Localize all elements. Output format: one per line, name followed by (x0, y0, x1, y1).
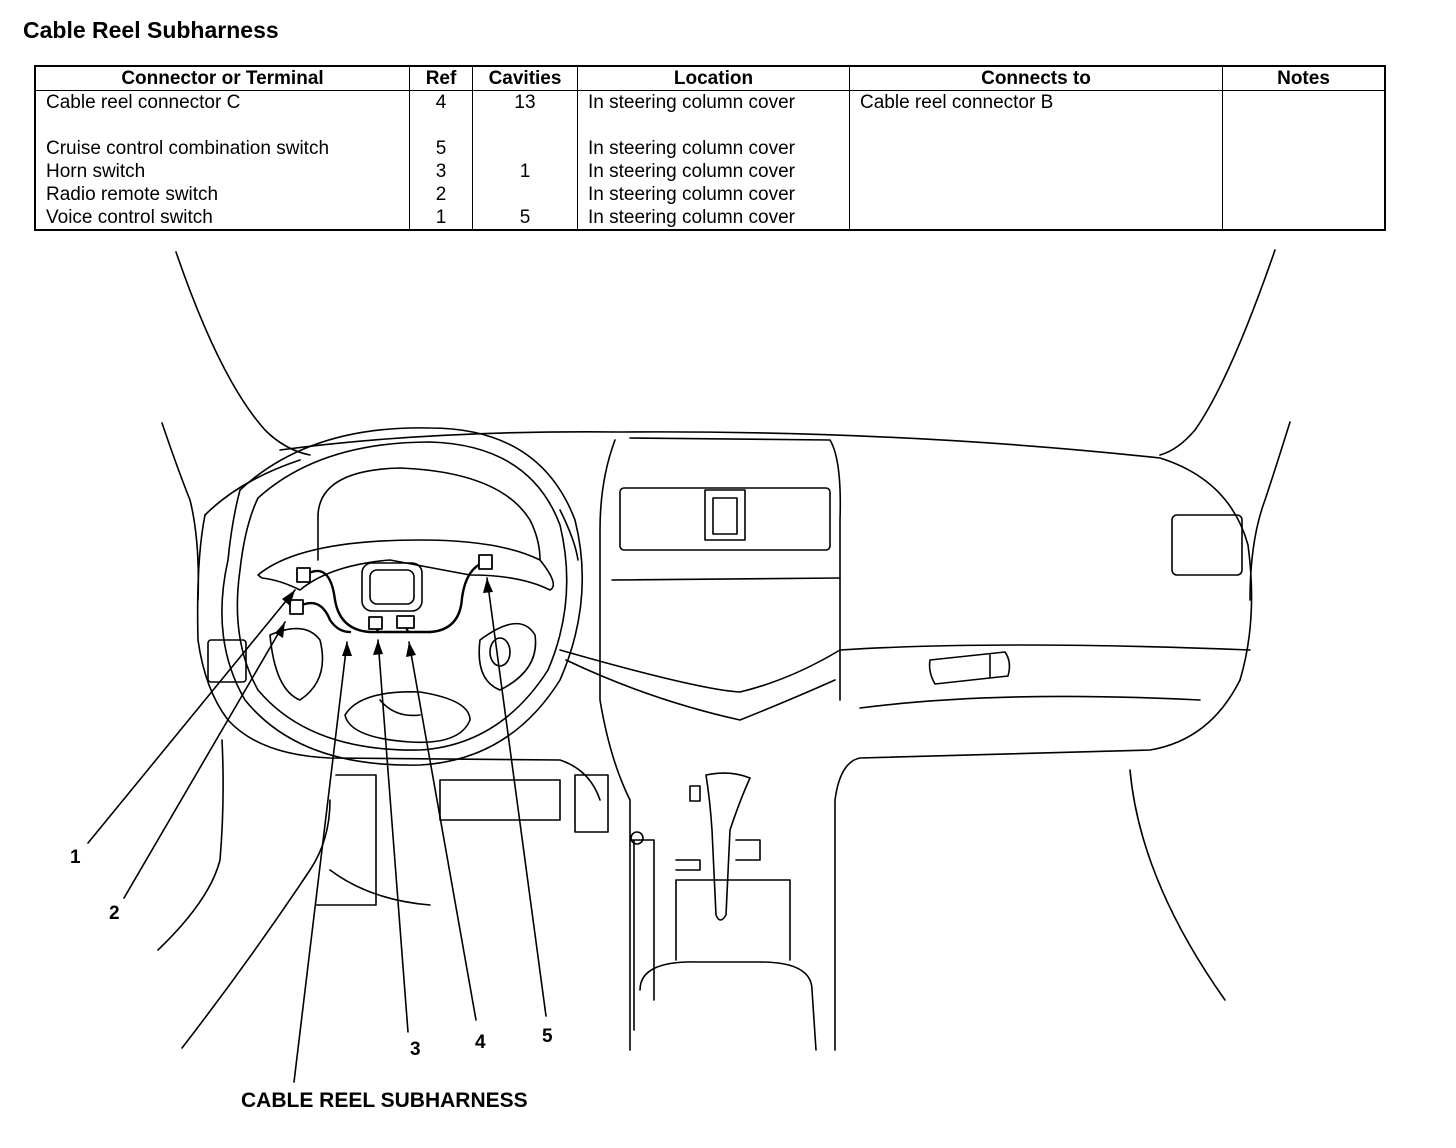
page-title: Cable Reel Subharness (23, 17, 279, 43)
header-location: Location (577, 66, 850, 91)
table-row: Cruise control combination switch 5 In s… (35, 137, 1385, 160)
cell-connects-to (849, 206, 1223, 230)
header-notes: Notes (1222, 66, 1385, 91)
cell-location: In steering column cover (577, 160, 850, 183)
cell-location: In steering column cover (577, 90, 850, 114)
right-dash-details (928, 514, 1243, 1001)
table-row: Cable reel connector C 4 13 In steering … (35, 90, 1385, 114)
cell-cavities (472, 137, 578, 160)
steering-wheel (221, 427, 584, 766)
cell-connector: Cruise control combination switch (46, 138, 330, 159)
connector-shapes (289, 554, 493, 630)
header-connector: Connector or Terminal (35, 66, 410, 91)
cell-cavities: 13 (472, 90, 578, 114)
connector-table: Connector or Terminal Ref Cavities Locat… (34, 65, 1386, 231)
left-lower-details (157, 639, 609, 1049)
callout-1: 1 (70, 847, 81, 868)
cell-ref: 2 (409, 183, 473, 206)
callout-4: 4 (475, 1032, 486, 1053)
header-connects-to: Connects to (849, 66, 1223, 91)
callout-3: 3 (410, 1039, 421, 1060)
spacer-cell (472, 114, 578, 137)
cell-cavities: 1 (472, 160, 578, 183)
spacer-cell (849, 114, 1223, 137)
cell-notes (1222, 137, 1385, 160)
cell-ref: 1 (409, 206, 473, 230)
cell-connects-to (849, 137, 1223, 160)
table-row: Voice control switch 1 5 In steering col… (35, 206, 1385, 230)
table-row: Radio remote switch 2 In steering column… (35, 183, 1385, 206)
cell-notes (1222, 206, 1385, 230)
callout-5: 5 (542, 1026, 553, 1047)
connector-icon (368, 616, 383, 630)
connector-icon (296, 567, 311, 583)
cell-cavities: 5 (472, 206, 578, 230)
windshield-pillars (161, 249, 1291, 601)
callout-2: 2 (109, 903, 120, 924)
cell-notes (1222, 90, 1385, 114)
spacer-cell (409, 114, 473, 137)
cell-notes (1222, 160, 1385, 183)
cell-notes (1222, 183, 1385, 206)
cell-connects-to: Cable reel connector B (849, 90, 1223, 114)
header-cavities: Cavities (472, 66, 578, 91)
cell-cavities (472, 183, 578, 206)
cell-location: In steering column cover (577, 183, 850, 206)
cell-connects-to (849, 160, 1223, 183)
dashboard-outline (196, 431, 1253, 1051)
cell-connects-to (849, 183, 1223, 206)
spacer-cell (577, 114, 850, 137)
center-console (599, 437, 842, 1051)
cell-ref: 4 (409, 90, 473, 114)
cell-ref: 3 (409, 160, 473, 183)
header-ref: Ref (409, 66, 473, 91)
cell-ref: 5 (409, 137, 473, 160)
cell-location: In steering column cover (577, 137, 850, 160)
cell-connector: Radio remote switch (46, 184, 219, 205)
subharness-label: CABLE REEL SUBHARNESS (241, 1089, 528, 1112)
callout-leaders (87, 577, 547, 1083)
leader-arrowheads (275, 578, 493, 657)
cell-location: In steering column cover (577, 206, 850, 230)
table-spacer-row (35, 114, 1385, 137)
connector-icon (396, 615, 415, 629)
table-header-row: Connector or Terminal Ref Cavities Locat… (35, 66, 1385, 91)
cell-connector: Voice control switch (46, 207, 213, 228)
connector-icon (478, 554, 493, 570)
spacer-cell (1222, 114, 1385, 137)
table-row: Horn switch 3 1 In steering column cover (35, 160, 1385, 183)
connector-icon (289, 599, 304, 615)
cell-connector: Horn switch (46, 161, 146, 182)
cell-connector: Cable reel connector C (46, 92, 241, 113)
